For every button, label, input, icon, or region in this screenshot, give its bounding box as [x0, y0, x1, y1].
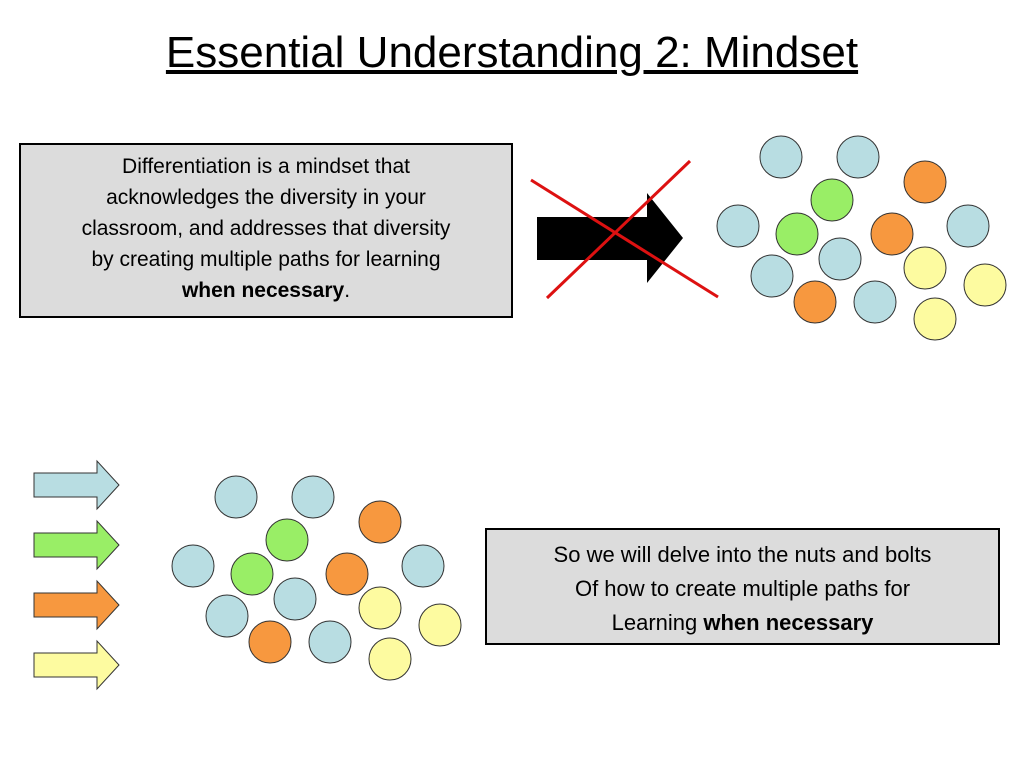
definition-suffix: . — [344, 279, 351, 302]
definition-line-1: Differentiation is a mindset that — [122, 155, 410, 178]
blue-student-circle — [818, 237, 862, 281]
green-student-circle — [230, 552, 274, 596]
blue-student-circle — [171, 544, 215, 588]
orange-student-circle — [358, 500, 402, 544]
blue-student-circle — [273, 577, 317, 621]
yellow-student-circle — [358, 586, 402, 630]
nuts-emphasis: when necessary — [703, 610, 874, 635]
yellow-student-circle — [913, 297, 957, 341]
orange-path-arrow-icon — [33, 579, 120, 631]
definition-line-2: acknowledges the diversity in your — [106, 186, 426, 209]
orange-student-circle — [248, 620, 292, 664]
nuts-and-bolts-box: So we will delve into the nuts and bolts… — [485, 528, 1000, 645]
yellow-student-circle — [418, 603, 462, 647]
yellow-path-arrow-icon — [33, 639, 120, 691]
blue-student-circle — [716, 204, 760, 248]
blue-student-circle — [836, 135, 880, 179]
blue-path-arrow-icon — [33, 459, 120, 511]
orange-student-circle — [325, 552, 369, 596]
orange-student-circle — [870, 212, 914, 256]
nuts-line-3-prefix: Learning — [611, 610, 704, 635]
green-student-circle — [775, 212, 819, 256]
orange-student-circle — [903, 160, 947, 204]
green-path-arrow-icon — [33, 519, 120, 571]
nuts-line-2: Of how to create multiple paths for — [574, 576, 911, 601]
blue-student-circle — [853, 280, 897, 324]
orange-student-circle — [793, 280, 837, 324]
yellow-student-circle — [963, 263, 1007, 307]
red-cross-stroke-2 — [545, 159, 692, 300]
mindset-definition-box: Differentiation is a mindset that acknow… — [19, 143, 513, 318]
definition-line-4: by creating multiple paths for learning — [91, 248, 441, 271]
green-student-circle — [265, 518, 309, 562]
nuts-line-3: Learning when necessary — [495, 606, 990, 640]
green-student-circle — [810, 178, 854, 222]
multiple-path-arrows — [33, 459, 120, 691]
definition-line-5: when necessary. — [29, 275, 503, 306]
blue-student-circle — [401, 544, 445, 588]
blue-student-circle — [750, 254, 794, 298]
nuts-line-1: So we will delve into the nuts and bolts — [553, 542, 932, 567]
student-circles-bottom — [171, 475, 462, 681]
slide-title: Essential Understanding 2: Mindset — [165, 28, 859, 77]
definition-emphasis: when necessary — [181, 279, 345, 302]
blue-student-circle — [946, 204, 990, 248]
yellow-student-circle — [368, 637, 412, 681]
yellow-student-circle — [903, 246, 947, 290]
blue-student-circle — [759, 135, 803, 179]
blue-student-circle — [214, 475, 258, 519]
blue-student-circle — [205, 594, 249, 638]
blue-student-circle — [308, 620, 352, 664]
red-cross-stroke-1 — [530, 178, 719, 299]
student-circles-top — [716, 135, 1007, 341]
blue-student-circle — [291, 475, 335, 519]
definition-line-3: classroom, and addresses that diversity — [81, 217, 451, 240]
